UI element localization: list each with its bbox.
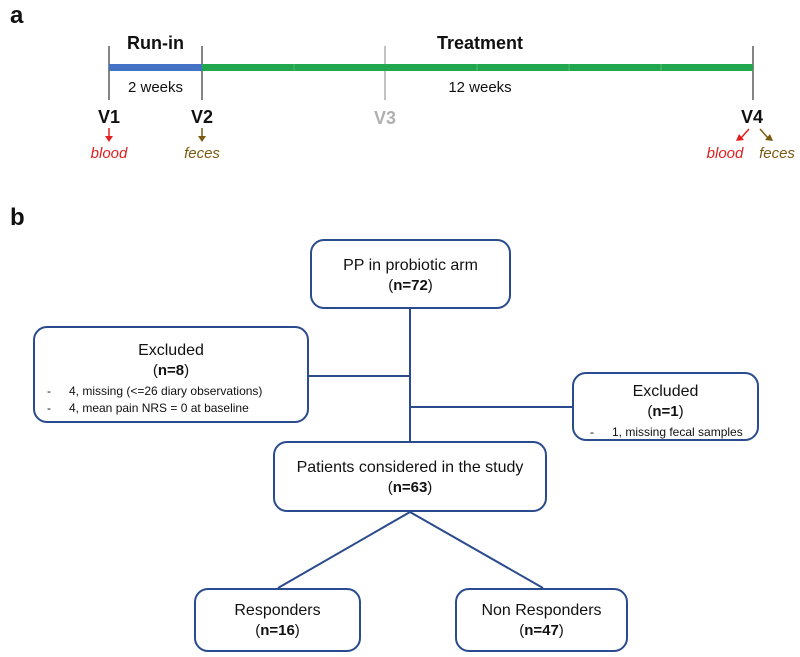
visit-v4: V4	[740, 107, 764, 127]
visit-v2: V2	[190, 107, 214, 127]
non-responders-box: Non Responders (n=47)	[455, 588, 628, 652]
pp-probiotic-count: n=72	[393, 277, 428, 294]
study-patients-count: n=63	[392, 479, 428, 496]
excluded-left-item: 4, missing (<=26 diary observations)	[47, 383, 307, 400]
excluded-right-item: 1, missing fecal samples	[590, 424, 757, 441]
responders-count: n=16	[260, 622, 295, 639]
study-patients-box: Patients considered in the study (n=63)	[273, 441, 547, 512]
panel-a-label: a	[10, 2, 24, 29]
excluded-left-title: Excluded	[138, 342, 204, 359]
panel-b-label: b	[10, 204, 25, 231]
responders-title: Responders	[234, 602, 321, 619]
responders-box: Responders (n=16)	[194, 588, 361, 652]
runin-duration: 2 weeks	[127, 79, 184, 96]
excluded-right-box: Excluded (n=1) 1, missing fecal samples	[572, 372, 759, 441]
timeline-graphic	[105, 46, 773, 142]
pp-probiotic-box: PP in probiotic arm (n=72)	[310, 239, 511, 309]
excluded-right-title: Excluded	[632, 383, 699, 400]
arrow-v4-blood	[736, 128, 750, 141]
visit-v1: V1	[97, 107, 121, 127]
sample-v2-feces: feces	[184, 145, 220, 162]
non-responders-count: n=47	[524, 622, 559, 639]
sample-v1-blood: blood	[90, 145, 128, 162]
treatment-bar	[202, 64, 753, 71]
non-responders-title: Non Responders	[481, 602, 602, 619]
sample-v4-blood: blood	[706, 145, 744, 162]
visit-v3: V3	[373, 108, 397, 128]
excluded-left-item: 4, mean pain NRS = 0 at baseline	[47, 400, 307, 417]
treatment-duration: 12 weeks	[448, 79, 512, 96]
excluded-right-count: n=1	[652, 403, 679, 420]
arrow-v1-blood	[105, 128, 113, 142]
excluded-left-box: Excluded (n=8) 4, missing (<=26 diary ob…	[33, 326, 309, 423]
study-patients-title: Patients considered in the study	[296, 459, 524, 476]
pp-probiotic-title: PP in probiotic arm	[343, 257, 478, 274]
excluded-left-count: n=8	[157, 362, 185, 379]
sample-v4-feces: feces	[759, 145, 795, 162]
arrow-v4-feces	[759, 128, 773, 141]
arrow-v2-feces	[198, 128, 206, 142]
treatment-label: Treatment	[436, 33, 524, 53]
runin-label: Run-in	[127, 33, 184, 53]
runin-bar	[109, 64, 202, 71]
